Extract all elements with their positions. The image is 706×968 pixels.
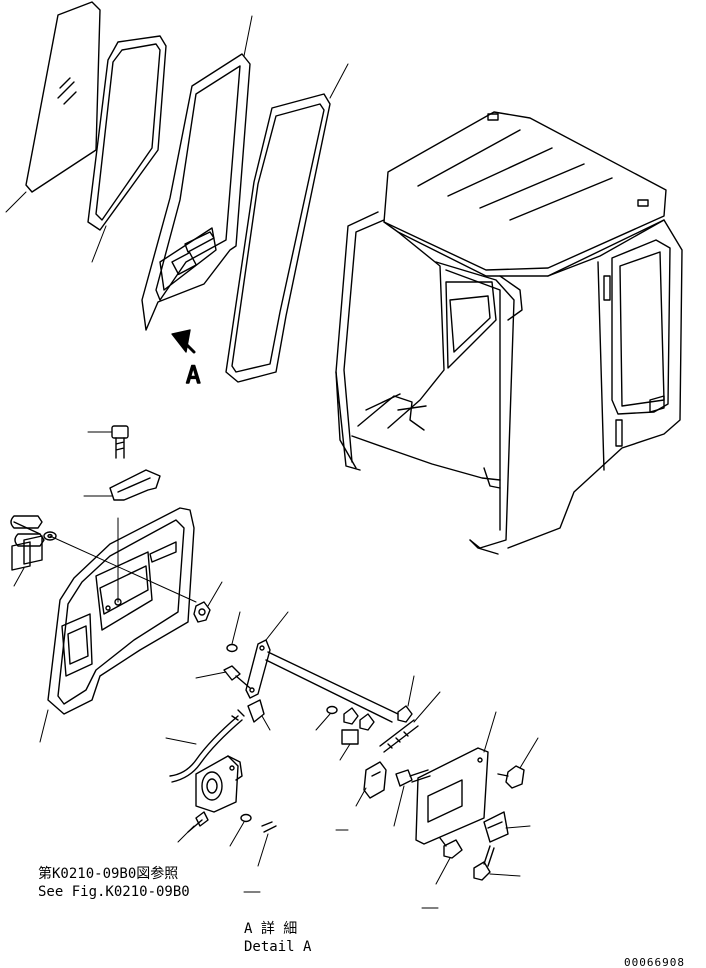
link-rod — [265, 651, 399, 723]
leader-line — [519, 737, 539, 769]
leader-line — [413, 691, 441, 723]
leader-line — [505, 825, 531, 829]
handle-bolt — [111, 425, 129, 459]
rubber-stop — [497, 765, 525, 789]
latch-bracket — [363, 761, 387, 799]
cab-assembly — [335, 111, 683, 555]
latch-bolt — [395, 769, 431, 787]
leader-line — [91, 225, 107, 263]
plate-screw — [473, 845, 495, 881]
lock-washer — [240, 813, 252, 823]
leader-line — [489, 873, 521, 877]
inner-door-panel — [47, 507, 195, 715]
leader-line — [243, 15, 253, 57]
leader-line — [315, 713, 331, 731]
outer-weatherstrip — [225, 93, 331, 383]
leader-line — [229, 821, 245, 847]
leader-line — [339, 743, 351, 761]
drawing-number: 00066908 — [624, 956, 685, 968]
leader-line — [177, 825, 195, 843]
detail-title-jp: A 詳 細 — [244, 921, 297, 937]
small-clip — [261, 821, 277, 833]
leader-line — [207, 581, 223, 607]
reference-note-en: See Fig.K0210-09B0 — [38, 884, 190, 900]
leader-line — [329, 63, 349, 99]
leader-line — [407, 675, 415, 707]
view-arrow-label: A — [186, 361, 201, 389]
leader-line — [257, 833, 269, 867]
pivot-pin — [223, 665, 251, 689]
door-glass — [25, 1, 101, 193]
washer — [326, 705, 338, 715]
cable-rod — [169, 715, 243, 783]
plate-bolt — [439, 837, 463, 859]
striker-catch — [483, 811, 509, 843]
leader-line — [165, 737, 197, 745]
shim-stack-icon — [11, 535, 43, 571]
leader-line — [13, 567, 25, 587]
leader-line — [265, 611, 289, 641]
leader-line — [355, 787, 367, 807]
leader-line — [393, 785, 405, 827]
leader-line — [195, 671, 227, 679]
spring-clip — [231, 699, 265, 723]
leader-line — [261, 715, 271, 731]
door-frame — [141, 53, 251, 331]
door-lock — [195, 755, 243, 813]
glass-seal — [87, 35, 167, 231]
leader-line — [5, 191, 27, 213]
leader-line — [483, 711, 497, 753]
latch-spring — [379, 719, 419, 753]
door-handle — [109, 469, 161, 501]
link-lever — [245, 639, 271, 699]
nut — [397, 705, 413, 723]
reference-note-jp: 第K0210-09B0図参照 — [38, 865, 178, 882]
striker-u-bolt — [10, 515, 45, 547]
view-arrow-icon — [171, 329, 196, 354]
nut — [193, 601, 211, 623]
washer — [226, 643, 238, 653]
striker-plate — [415, 747, 489, 845]
nut-pair — [341, 707, 375, 745]
leader-line — [435, 857, 451, 885]
detail-title-en: Detail A — [244, 939, 312, 955]
leader-line — [231, 611, 241, 645]
leader-line — [39, 709, 49, 743]
shim — [43, 531, 197, 603]
